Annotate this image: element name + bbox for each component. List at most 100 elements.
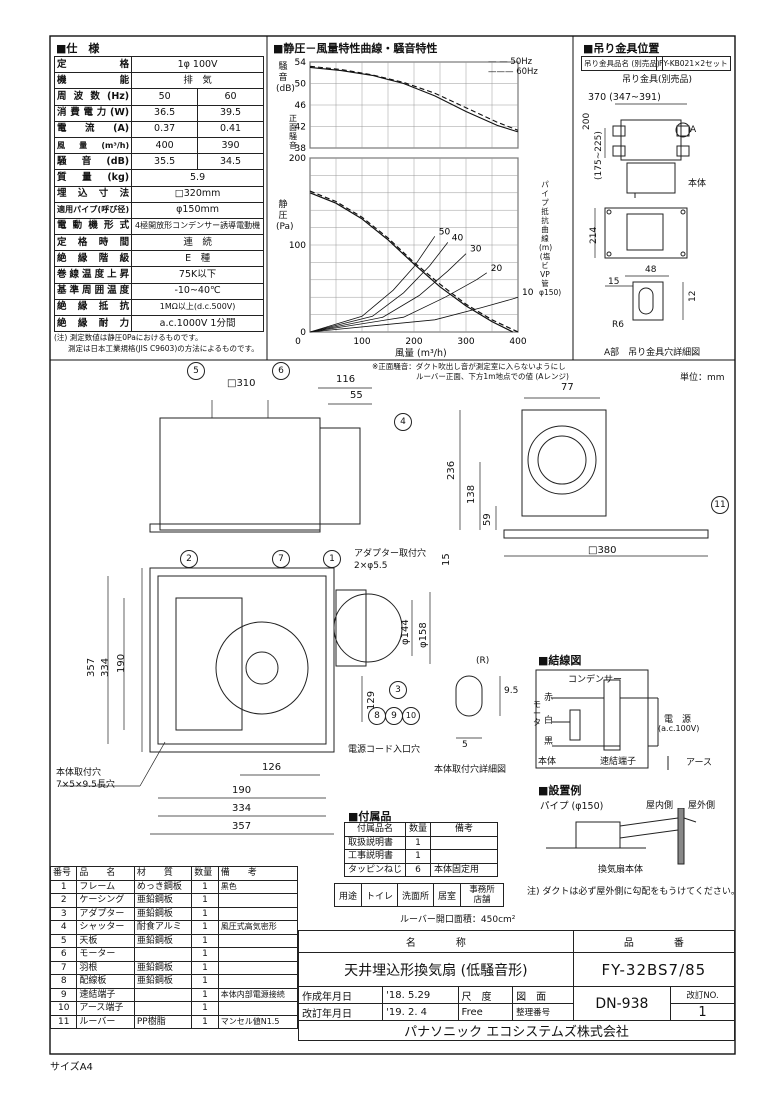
cord-hole-label: 電源コード入口穴 [348,745,421,755]
install-pipe: パイプ (φ150) [540,801,604,812]
callout-9: 9 [385,707,403,725]
pipe-curve-label: 30 [470,245,482,255]
usage-living: 居室 [433,883,462,907]
scale-label: 尺 度 [457,986,514,1004]
install-note: 注) ダクトは必ず屋外側に勾配をもうけてください。 [527,887,740,897]
pipe-curve-40 [309,242,449,333]
parts-cell [133,987,193,1002]
body-hole-label: 本体取付穴 7×5×9.5長穴 [56,767,115,791]
doc-number: DN-938 [572,986,672,1021]
noise-tick-label: 46 [295,101,307,111]
parts-cell: 1 [49,879,78,894]
parts-cell: 7 [49,960,78,975]
parts-cell: 1 [191,933,219,948]
parts-header-cell: 数量 [191,866,219,881]
dim-357-h: 357 [232,821,252,832]
hanger-dim-370: 370 (347~391) [588,92,661,103]
acc-header-cell: 付属品名 [343,822,407,837]
parts-cell: シャッター [76,920,135,935]
title-block: 名 称 品 番 天井埋込形換気扇 (低騒音形) FY-32BS7/85 作成年月… [297,930,736,1041]
install-fan: 換気扇本体 [598,865,644,875]
hanger-box-2: FY-KB021×2セット [656,56,731,71]
callout-5: 5 [187,362,205,380]
parts-cell [217,960,299,975]
chart-xlabel: 風量 (m³/h) [395,348,447,359]
pressure-x-tick-label: 0 [295,337,301,347]
hole-detail-caption: 本体取付穴詳細図 [434,765,507,775]
usage-washroom: 洗面所 [397,883,435,907]
paper-size: サイズA4 [50,1062,93,1073]
callout-7: 7 [272,550,290,568]
install-inside: 屋内側 [646,801,674,811]
usage-table: 用途 トイレ 洗面所 居室 事務所 店舗 [333,883,505,907]
dim-334-h: 334 [232,803,252,814]
parts-cell: 1 [191,987,219,1002]
company-name: パナソニック エコシステムズ株式会社 [298,1020,735,1041]
parts-cell [133,947,193,962]
noise-tick-label: 42 [295,123,306,133]
chart-legend: — — 50Hz ——— 60Hz [488,57,538,77]
parts-cell: 亜鉛鋼板 [133,974,193,989]
install-outside: 屋外側 [688,801,716,811]
hanger-r6: R6 [612,320,624,330]
parts-cell: アース端子 [76,1001,135,1016]
unit-label: 単位：mm [680,373,725,383]
parts-cell: 亜鉛鋼板 [133,893,193,908]
body-hole-title: 本体取付穴 [56,768,102,778]
hanger-dim-15: 15 [608,277,620,287]
pipe-curve-label: 50 [439,227,451,237]
acc-header-cell: 備考 [430,822,499,837]
parts-cell: 速結端子 [76,987,135,1002]
usage-toilet: トイレ [361,883,399,907]
accessories-title: ■付属品 [348,810,392,823]
hanger-label: 吊り金具(別売品) [622,75,693,85]
noise-line-60Hz [309,66,519,133]
pressure-x-tick-label: 400 [509,337,526,347]
revised-label: 改訂年月日 [297,1003,384,1021]
legend-60hz: ——— 60Hz [488,67,538,77]
pipe-curve-30 [309,253,467,333]
pipe-curve-label: パイプ抵抗曲線 (m) (塩ビVP管φ150) [539,180,562,297]
parts-cell: 1 [191,1014,219,1029]
parts-cell: 本体内部電源接続 [217,987,299,1002]
chart-note-1: ※正面騒音：ダクト吹出し音が測定室に入らないようにし [372,362,566,371]
parts-cell: 6 [49,947,78,962]
acc-cell: 本体固定用 [430,862,499,877]
chart-note-2: ルーバー正面、下方1m地点での値 (Aレンジ) [416,372,569,381]
parts-header-cell: 品 名 [76,866,135,881]
callout-2: 2 [180,550,198,568]
spec-note-1: (注) 測定数値は静圧0Paにおけるものです。 [54,333,203,342]
wiring-terminal: 速結端子 [600,757,637,767]
parts-cell: モーター [76,947,135,962]
callout-1: 1 [323,550,341,568]
usage-label: 用途 [333,883,363,907]
parts-cell: 11 [49,1014,78,1029]
louver-area: ルーバー開口面積：450cm² [400,915,516,925]
hanger-label-body: 本体 [688,179,707,189]
parts-cell: 風圧式高気密形 [217,920,299,935]
wiring-title: ■結線図 [538,654,582,667]
hanger-box-1: 吊り金具品名 (別売品) [581,56,663,71]
acc-cell: 取扱説明書 [343,835,407,850]
acc-cell: 工事説明書 [343,849,407,864]
acc-cell [430,835,499,850]
parts-cell: マンセル値N1.5 [217,1014,299,1029]
number-label: 品 番 [572,930,736,953]
wiring-body: 本体 [538,757,557,767]
spec-label: 絶縁耐力 [53,314,133,333]
parts-cell: 4 [49,920,78,935]
